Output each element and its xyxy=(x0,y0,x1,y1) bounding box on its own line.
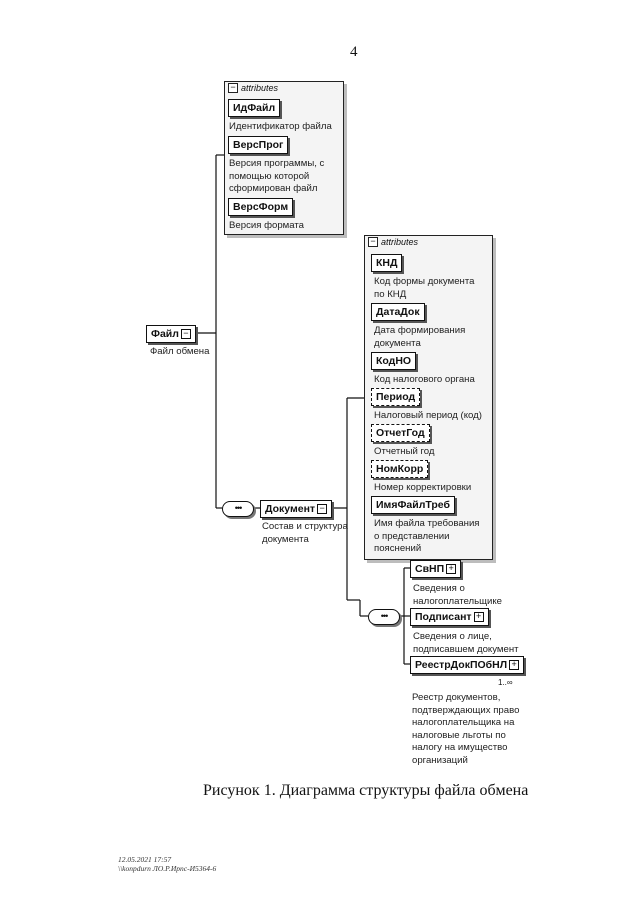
root-element-description: Файл обмена xyxy=(150,346,210,357)
figure-caption: Рисунок 1. Диаграмма структуры файла обм… xyxy=(203,782,529,799)
collapse-icon[interactable]: − xyxy=(368,237,378,247)
page-number: 4 xyxy=(350,44,358,60)
description-line: налогу на имущество xyxy=(412,742,508,753)
description-line: Реестр документов, xyxy=(412,692,501,703)
expand-icon[interactable]: + xyxy=(473,612,484,623)
attribute-versform-description: Версия формата xyxy=(229,220,304,231)
attribute-datadok[interactable]: ДатаДок xyxy=(371,303,425,321)
attribute-imyafailtreb[interactable]: ИмяФайлТреб xyxy=(371,496,455,514)
description-line: подписавшем документ xyxy=(413,643,519,655)
attributes-label: attributes xyxy=(241,83,279,93)
child-reestrdok[interactable]: РеестрДокПОбНЛ+ xyxy=(410,656,525,674)
multiplicity-label: 1..∞ xyxy=(498,678,513,687)
attribute-versprog-description: Версия программы, с помощью которой сфор… xyxy=(229,158,324,196)
description-line: по КНД xyxy=(374,288,407,300)
description-line: помощью которой xyxy=(229,170,310,182)
sequence-icon: ••• xyxy=(368,609,400,625)
description-line: Дата формирования xyxy=(374,325,466,336)
attribute-knd[interactable]: КНД xyxy=(371,254,403,272)
root-element[interactable]: Файл− xyxy=(146,325,196,343)
attribute-period-description: Налоговый период (код) xyxy=(374,410,482,421)
description-line: Состав и структура xyxy=(262,521,348,532)
attribute-period[interactable]: Период xyxy=(371,388,421,406)
description-line: налогоплательщика на xyxy=(412,717,515,728)
child-reestrdok-label: РеестрДокПОбНЛ xyxy=(415,659,508,671)
child-podpisant-label: Подписант xyxy=(415,611,472,623)
description-line: Сведения о лице, xyxy=(413,631,492,642)
expand-icon[interactable]: + xyxy=(446,564,457,575)
root-element-label: Файл xyxy=(151,328,179,340)
document-element-label: Документ xyxy=(265,503,316,515)
footer-line: 12.05.2021 17:57 xyxy=(118,855,172,864)
child-svnp-description: Сведения о налогоплательщике xyxy=(413,583,502,608)
attribute-kodno[interactable]: КодНО xyxy=(371,352,417,370)
footer-line: \\konpdurn ЛО.Р.Ирпс-И5364-6 xyxy=(118,864,217,873)
child-svnp[interactable]: СвНП+ xyxy=(410,560,462,578)
attribute-versprog[interactable]: ВерсПрог xyxy=(228,136,289,154)
attribute-versform[interactable]: ВерсФорм xyxy=(228,198,294,216)
description-line: Сведения о xyxy=(413,583,465,594)
attribute-nomkorr-description: Номер корректировки xyxy=(374,482,472,493)
attribute-idfile-description: Идентификатор файла xyxy=(229,121,332,132)
description-line: Имя файла требования xyxy=(374,518,480,529)
description-line: подтверждающих право xyxy=(412,704,520,716)
child-podpisant-description: Сведения о лице, подписавшем документ xyxy=(413,631,519,656)
attribute-kodno-description: Код налогового органа xyxy=(374,374,475,385)
attribute-otchetgod[interactable]: ОтчетГод xyxy=(371,424,430,442)
description-line: организаций xyxy=(412,754,468,766)
attribute-knd-description: Код формы документа по КНД xyxy=(374,276,474,301)
description-line: сформирован файл xyxy=(229,183,318,194)
document-element-description: Состав и структура документа xyxy=(262,521,348,546)
attribute-imyafailtreb-description: Имя файла требования о представлении поя… xyxy=(374,518,480,556)
description-line: пояснений xyxy=(374,543,422,554)
description-line: документа xyxy=(262,533,309,545)
collapse-icon[interactable]: − xyxy=(180,329,191,340)
attribute-datadok-description: Дата формирования документа xyxy=(374,325,465,350)
document-attributes-header: − attributes xyxy=(368,237,418,247)
child-svnp-label: СвНП xyxy=(415,563,445,575)
attribute-idfile[interactable]: ИдФайл xyxy=(228,99,281,117)
collapse-icon[interactable]: − xyxy=(228,83,238,93)
attribute-otchetgod-description: Отчетный год xyxy=(374,446,435,457)
footer-stamp: 12.05.2021 17:57 \\konpdurn ЛО.Р.Ирпс-И5… xyxy=(118,855,216,873)
description-line: документа xyxy=(374,337,421,349)
attributes-label: attributes xyxy=(381,237,419,247)
collapse-icon[interactable]: − xyxy=(317,504,328,515)
attribute-nomkorr[interactable]: НомКорр xyxy=(371,460,429,478)
child-podpisant[interactable]: Подписант+ xyxy=(410,608,489,626)
description-line: Версия программы, с xyxy=(229,158,325,169)
file-attributes-header: − attributes xyxy=(228,83,278,93)
document-element[interactable]: Документ− xyxy=(260,500,333,518)
description-line: Код формы документа xyxy=(374,276,475,287)
child-reestrdok-description: Реестр документов, подтверждающих право … xyxy=(412,692,519,767)
description-line: налоговые льготы по xyxy=(412,729,506,741)
description-line: о представлении xyxy=(374,530,450,542)
description-line: налогоплательщике xyxy=(413,595,503,607)
expand-icon[interactable]: + xyxy=(509,660,520,671)
sequence-icon: ••• xyxy=(222,501,254,517)
